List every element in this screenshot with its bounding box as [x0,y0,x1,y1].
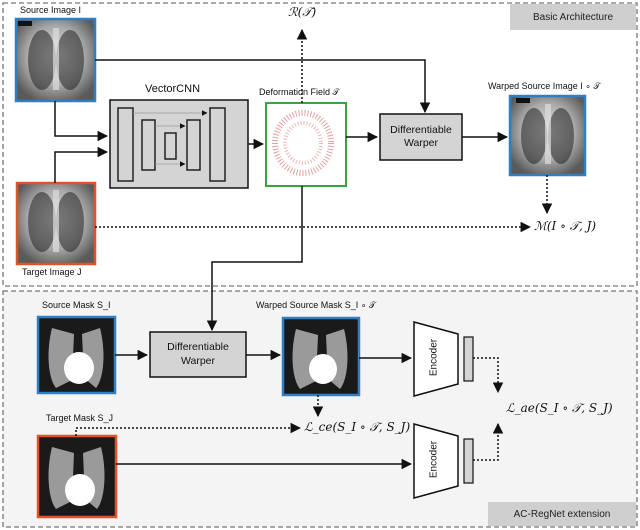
top-connections [54,28,553,332]
similarity-label: ℳ(I ∘ 𝒯, J) [534,219,597,233]
deformation-field [265,102,347,187]
encoder-bottom [413,423,474,499]
encoder-top [413,321,474,397]
bottom-panel-title: AC-RegNet extension [488,502,636,526]
warper-top-text: Differentiable Warper [380,114,462,160]
warper-top-box [379,113,463,161]
vectorcnn-label: VectorCNN [145,83,201,95]
warped-source-mask [281,316,361,397]
warper-bottom-box [149,331,247,378]
encoder-bottom-label: Encoder [428,440,440,479]
source-image [14,17,97,103]
warped-source-image-label: Warped Source Image I ∘ 𝒯 [488,81,601,91]
warped-source-image [508,94,587,177]
ae-loss-label: ℒ_ae(S_I ∘ 𝒯, S_J) [506,401,613,415]
warper-top-line2: Warper [403,137,439,149]
warper-bottom-line1: Differentiable [167,341,229,354]
deformation-field-label: Deformation Field 𝒯 [259,87,340,97]
warper-bottom-line2: Warper [180,354,216,367]
target-mask [36,434,118,519]
source-image-label: Source Image I [20,5,82,15]
regularizer-label: ℛ(𝒯) [288,5,317,19]
vectorcnn-block [109,99,249,189]
warped-source-mask-label: Warped Source Mask S_I ∘ 𝒯 [256,300,376,310]
top-panel-title: Basic Architecture [510,4,636,30]
warper-top-line1: Differentiable [390,123,452,136]
ce-loss-label: ℒ_ce(S_I ∘ 𝒯, S_J) [304,420,411,434]
target-image-label: Target Image J [22,267,82,277]
source-mask-label: Source Mask S_I [42,300,111,310]
target-mask-label: Target Mask S_J [46,413,114,423]
bottom-connections [75,349,504,470]
warper-bottom-text: Differentiable Warper [150,332,246,377]
target-image [15,181,97,266]
encoder-top-label: Encoder [428,338,440,377]
source-mask [36,315,117,395]
